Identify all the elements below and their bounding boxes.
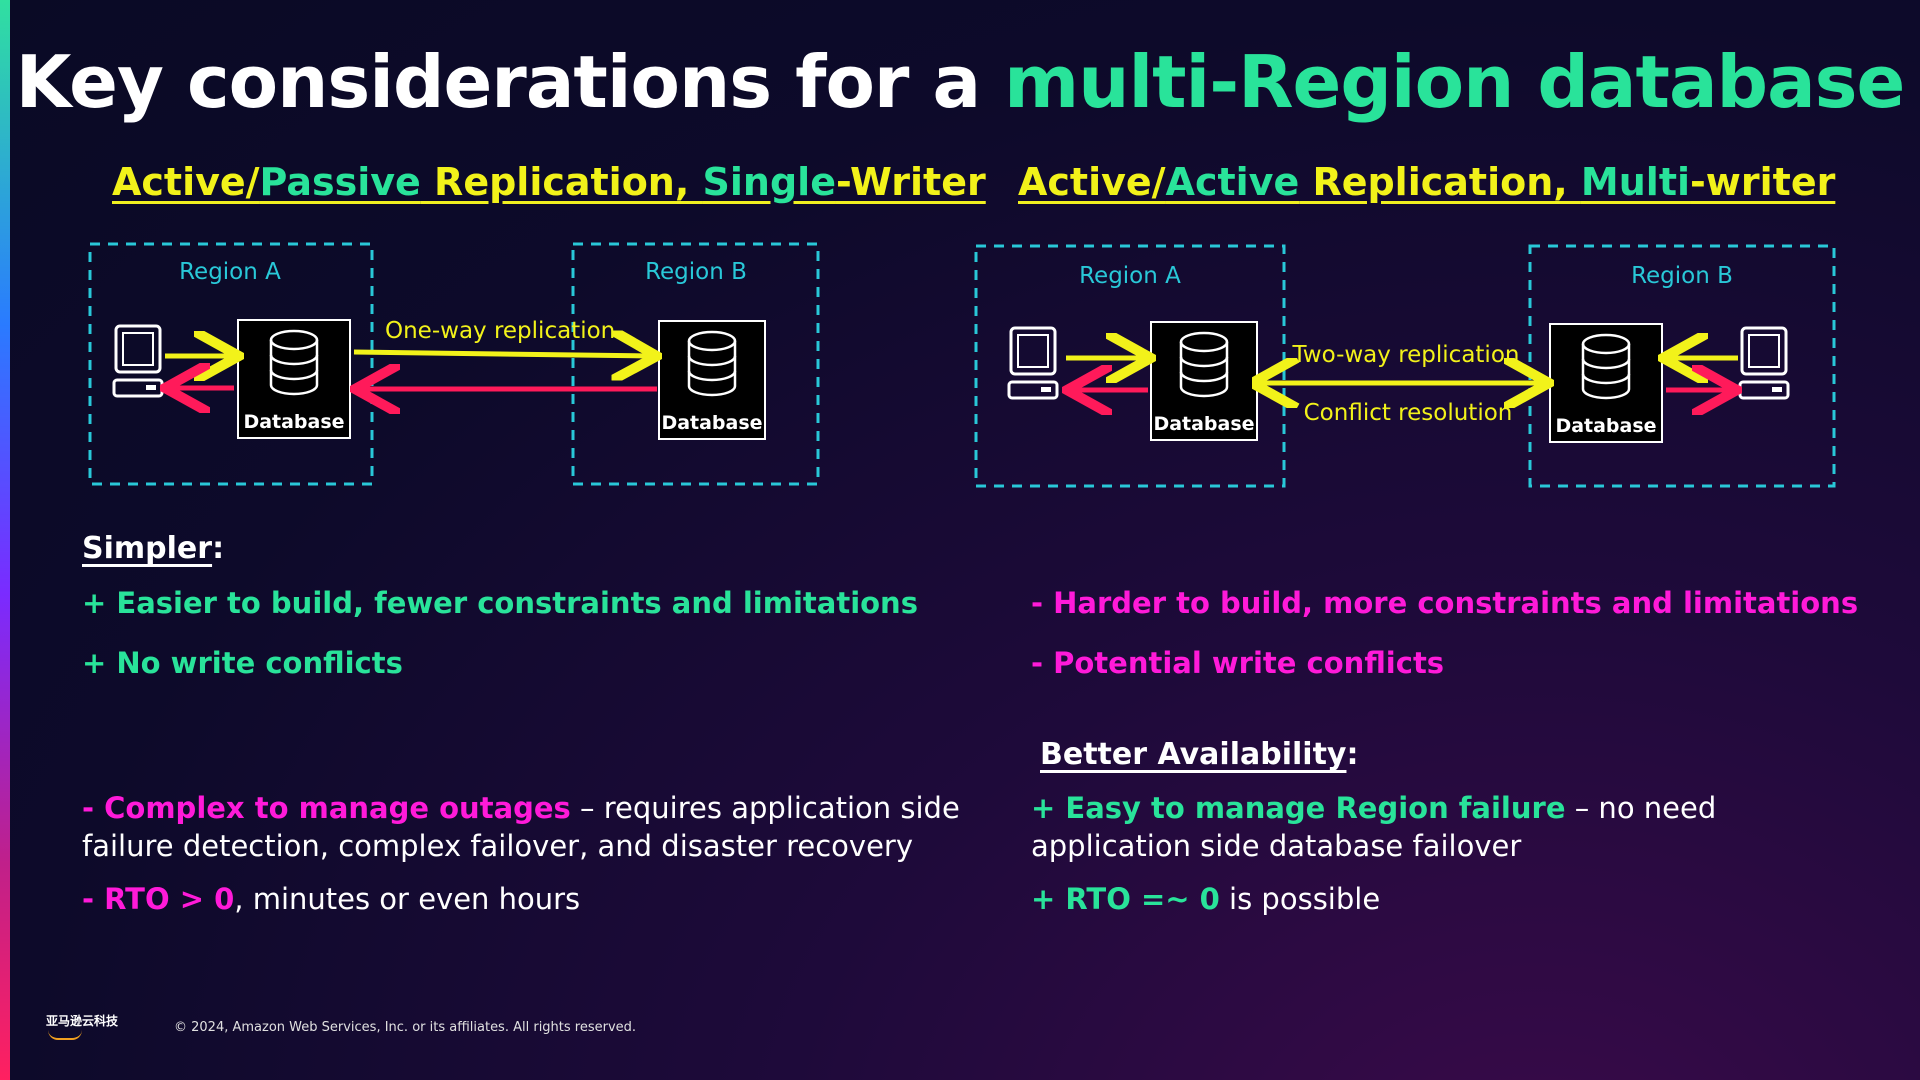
right-heading: Active/Active Replication, Multi-writer: [1018, 160, 1835, 204]
left-con-2-rest: , minutes or even hours: [234, 882, 581, 916]
left-heading-p2: Passive: [259, 160, 421, 204]
computer-icon: [112, 324, 164, 398]
two-way-replication-label: Two-way replication: [1292, 342, 1520, 368]
right-pro-2-emphasis: + RTO =~ 0: [1031, 882, 1220, 916]
left-region-b-box: [571, 242, 820, 486]
left-heading-p3: Replication,: [420, 160, 703, 204]
right-pro-2-rest: is possible: [1219, 882, 1381, 916]
left-heading: Active/Passive Replication, Single-Write…: [112, 160, 986, 204]
availability-heading: Better Availability:: [1040, 737, 1358, 772]
left-db-a-label: Database: [243, 411, 344, 433]
left-heading-p1: Active/: [112, 160, 260, 204]
left-region-b-label: Region B: [645, 259, 747, 285]
right-pro-1-line1: + Easy to manage Region failure – no nee…: [1031, 791, 1716, 825]
right-pro-2: + RTO =~ 0 is possible: [1031, 882, 1380, 916]
right-region-b-box: [1528, 244, 1836, 488]
right-heading-p4: Multi: [1580, 160, 1691, 204]
simpler-heading: Simpler:: [82, 531, 224, 566]
left-con-2: - RTO > 0, minutes or even hours: [82, 882, 580, 916]
availability-colon: :: [1346, 737, 1359, 772]
left-db-b-label: Database: [661, 412, 762, 434]
left-con-1-line2: failure detection, complex failover, and…: [82, 829, 914, 863]
left-region-a-label: Region A: [179, 259, 281, 285]
right-heading-p3: Replication,: [1299, 160, 1581, 204]
right-region-b-label: Region B: [1631, 263, 1733, 289]
right-pro-1-rest: – no need: [1565, 791, 1717, 825]
computer-icon: [1007, 326, 1059, 400]
right-con-2: - Potential write conflicts: [1031, 646, 1445, 680]
left-pro-1: + Easier to build, fewer constraints and…: [82, 586, 918, 620]
left-heading-p4: Single: [702, 160, 836, 204]
left-pro-2: + No write conflicts: [82, 646, 403, 680]
aws-logo: 亚马逊云科技: [46, 1014, 119, 1028]
aws-logo-smile: [48, 1030, 82, 1040]
copyright-text: © 2024, Amazon Web Services, Inc. or its…: [174, 1020, 637, 1035]
right-pro-1-line2: application side database failover: [1031, 829, 1522, 863]
left-con-1-rest: – requires application side: [570, 791, 960, 825]
computer-icon: [1738, 326, 1790, 400]
right-heading-p5: -writer: [1690, 160, 1836, 204]
left-con-1-line1: - Complex to manage outages – requires a…: [82, 791, 960, 825]
right-db-a-label: Database: [1153, 413, 1254, 435]
conflict-resolution-label: Conflict resolution: [1304, 400, 1513, 426]
right-heading-p2: Active: [1165, 160, 1300, 204]
simpler-colon: :: [212, 531, 225, 566]
left-con-1-emphasis: - Complex to manage outages: [82, 791, 571, 825]
right-heading-p1: Active/: [1018, 160, 1166, 204]
right-region-a-box: [974, 244, 1286, 488]
right-db-b-label: Database: [1555, 415, 1656, 437]
one-way-replication-arrow: [353, 352, 652, 356]
right-region-a-label: Region A: [1079, 263, 1181, 289]
one-way-replication-label: One-way replication: [385, 318, 615, 344]
title-part-green: multi-Region database: [1004, 40, 1905, 124]
right-pro-1-emphasis: + Easy to manage Region failure: [1031, 791, 1566, 825]
title-part-white: Key considerations for a: [15, 40, 1005, 124]
accent-edge-bar: [0, 0, 10, 1080]
availability-label: Better Availability: [1040, 737, 1347, 772]
right-con-1: - Harder to build, more constraints and …: [1031, 586, 1859, 620]
left-heading-p5: -Writer: [835, 160, 986, 204]
left-con-2-emphasis: - RTO > 0: [82, 882, 235, 916]
simpler-label: Simpler: [82, 531, 213, 566]
page-title: Key considerations for a multi-Region da…: [0, 40, 1920, 124]
